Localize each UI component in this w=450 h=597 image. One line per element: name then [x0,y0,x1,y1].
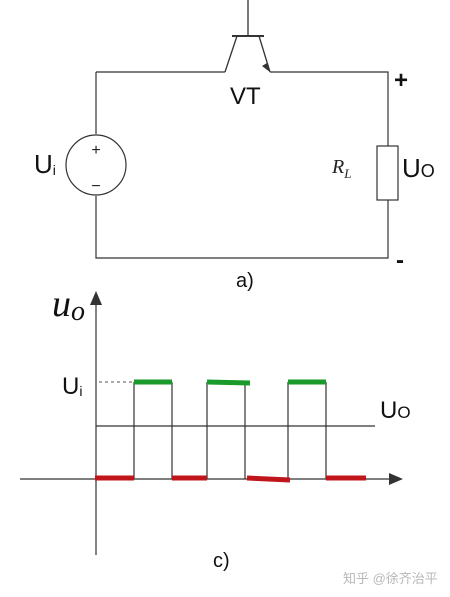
transistor-collector [224,35,238,73]
circuit-caption: a) [236,270,254,292]
wire-left-bottom [95,196,389,259]
watermark: 知乎 @徐齐治平 [343,571,438,586]
circuit-diagram [95,71,389,259]
emitter-arrow-icon [262,63,270,72]
source-minus-sign: − [91,178,100,195]
square-wave [133,382,327,479]
load-resistor-label: RL [331,156,351,181]
load-resistor-icon [376,145,399,201]
terminal-minus: - [396,247,404,274]
low-segments [95,475,366,483]
transistor-emitter [258,35,271,73]
waveform-caption: c) [213,550,230,572]
transistor-vt [224,0,271,73]
low-segment [246,475,291,483]
wire-top-right [270,71,389,146]
uo-level-label: UO [380,397,411,424]
high-segments [134,379,326,386]
terminal-plus: + [394,67,408,94]
y-axis-arrow-icon [90,291,102,305]
waveform-plot: uo Ui UO c) [20,283,411,572]
source-label: Ui [34,149,56,179]
source-plus-sign: + [91,142,100,159]
y-axis-label: uo [52,283,85,327]
transistor-label: VT [230,83,261,110]
ui-level-label: Ui [62,373,82,400]
x-axis-arrow-icon [389,473,403,485]
output-voltage-label: UO [402,153,435,183]
high-segment [206,379,251,386]
voltage-source: + − [65,134,127,196]
source-circle-icon [65,134,127,196]
